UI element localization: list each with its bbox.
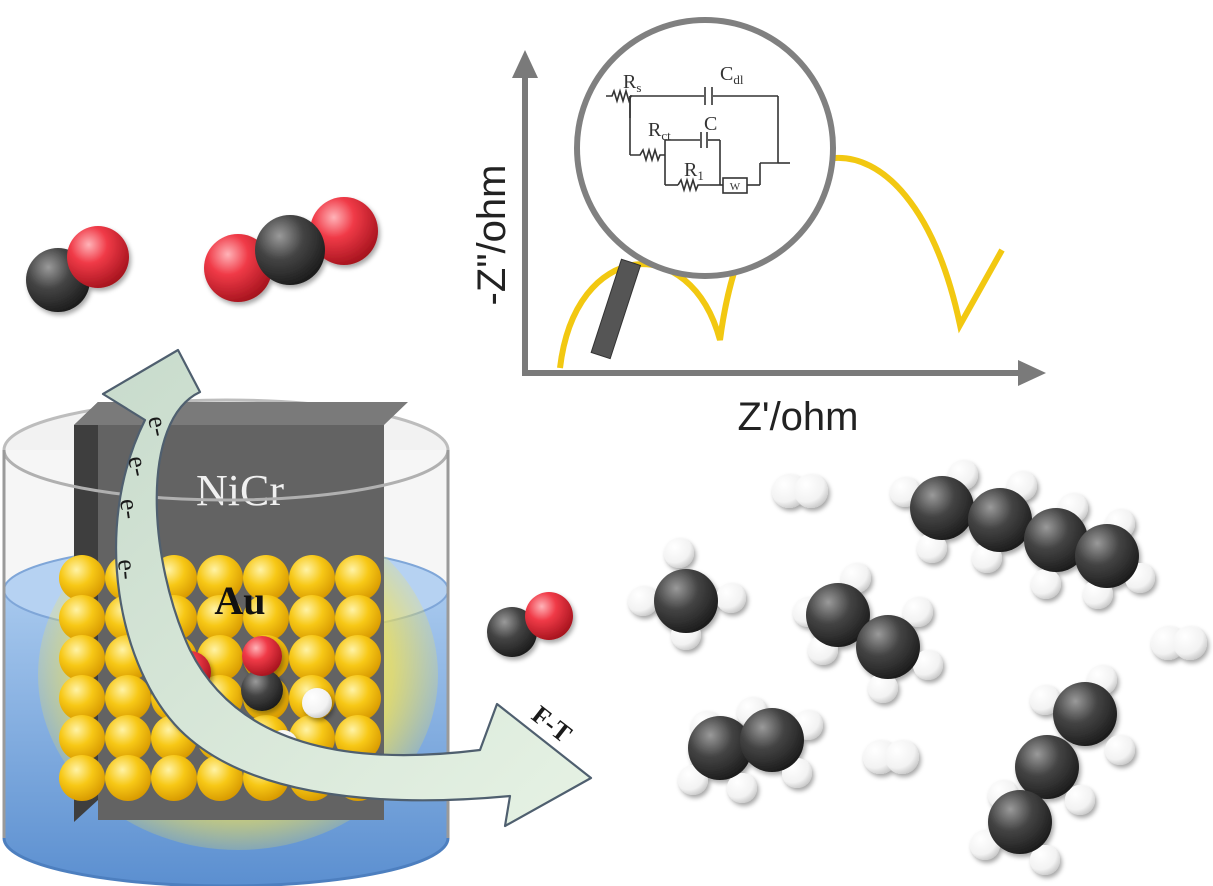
propane-molecule: [970, 665, 1135, 875]
carbon-atom: [988, 790, 1052, 854]
carbon-atom: [1024, 508, 1088, 572]
h2-molecule: [863, 740, 919, 774]
free-co-molecule: [487, 592, 573, 657]
rct-resistor-icon: [630, 147, 665, 163]
c-label: C: [704, 113, 717, 135]
hydrogen-atom: [628, 586, 658, 616]
beaker-rim-front: [2, 449, 450, 502]
rct-label: Rct: [648, 119, 671, 143]
gold-atom: [197, 595, 243, 641]
ethane-molecule-2: [678, 697, 823, 803]
r1-resistor-icon: [677, 177, 710, 193]
y-axis-label: -Z"/ohm: [470, 165, 514, 306]
gold-atom: [59, 755, 105, 801]
gold-atom: [335, 675, 381, 721]
magnifying-glass: Rs Cdl Rct C R1 W: [574, 17, 836, 360]
gold-atom: [289, 635, 335, 681]
x-axis-arrowhead: [1018, 360, 1046, 386]
gold-atom: [335, 635, 381, 681]
carbon-atom: [856, 615, 920, 679]
hydrogen-atom: [727, 773, 757, 803]
hydrogen-atom: [917, 533, 947, 563]
h2-molecule: [772, 474, 828, 508]
gold-atom: [289, 595, 335, 641]
gold-atom: [335, 595, 381, 641]
gold-atom: [243, 555, 289, 601]
au-label: Au: [214, 578, 265, 623]
h2-molecule: [1151, 626, 1207, 660]
nicr-label: NiCr: [196, 466, 284, 515]
methane-molecule: [628, 538, 746, 650]
curved-arrow-icon: [101, 348, 593, 828]
hydrogen-atom: [868, 673, 898, 703]
r1-label: R1: [684, 159, 704, 183]
gold-atom: [289, 555, 335, 601]
magnifier-handle: [590, 258, 642, 360]
gold-atom: [59, 635, 105, 681]
hydrogen-atom: [1030, 685, 1060, 715]
carbon-atom: [654, 569, 718, 633]
w-label: W: [730, 181, 741, 193]
hydrogen-atom: [1031, 569, 1061, 599]
gold-atom: [59, 715, 105, 761]
co-molecule-top: [26, 226, 129, 312]
electron-label-3: e-: [114, 497, 146, 521]
nyquist-plot: -Z"/ohm Z'/ohm: [470, 50, 1046, 439]
gold-atom: [105, 715, 151, 761]
rs-label: Rs: [623, 71, 641, 95]
equivalent-circuit: [606, 87, 790, 194]
carbon-atom: [1075, 524, 1139, 588]
carbon-atom: [688, 716, 752, 780]
cdl-label: Cdl: [720, 63, 744, 87]
hydrogen-atom: [1065, 785, 1095, 815]
gold-atom: [197, 555, 243, 601]
electrochemical-cell: NiCr Au: [2, 398, 450, 886]
gold-atom: [243, 595, 289, 641]
gold-atom: [59, 675, 105, 721]
hydrogen-atom: [903, 597, 933, 627]
hydrogen-atom: [716, 583, 746, 613]
hydrogen-atom: [885, 740, 919, 774]
carbon-atom: [968, 488, 1032, 552]
gold-atom: [105, 755, 151, 801]
gold-atom: [59, 595, 105, 641]
hydrocarbon-products: [628, 460, 1207, 875]
hydrogen-atom: [1105, 735, 1135, 765]
gold-atom: [335, 555, 381, 601]
adsorbed-h-1: [302, 688, 332, 718]
gold-atom: [335, 715, 381, 761]
y-axis-arrowhead: [512, 50, 538, 78]
adsorbed-co-2: [241, 636, 283, 711]
carbon-atom: [1053, 682, 1117, 746]
magnifier-lens: [574, 17, 836, 279]
gold-atom: [105, 675, 151, 721]
x-axis-label: Z'/ohm: [738, 395, 859, 439]
hydrogen-atom: [664, 538, 694, 568]
co2-molecule: [204, 197, 378, 302]
carbon-atom: [910, 476, 974, 540]
ethane-molecule: [793, 563, 943, 703]
hydrogen-atom: [1030, 845, 1060, 875]
hydrogen-atom: [913, 650, 943, 680]
hydrogen-atom: [794, 474, 828, 508]
carbon-atom: [740, 708, 804, 772]
circuit-labels: Rs Cdl Rct C R1 W: [623, 63, 744, 193]
hydrogen-atom: [1173, 626, 1207, 660]
carbon-atom: [806, 583, 870, 647]
electron-label-4: e-: [112, 558, 143, 581]
gold-atom: [59, 555, 105, 601]
gold-atom: [151, 755, 197, 801]
carbon-atom: [1015, 735, 1079, 799]
butane-molecule: [890, 460, 1155, 609]
